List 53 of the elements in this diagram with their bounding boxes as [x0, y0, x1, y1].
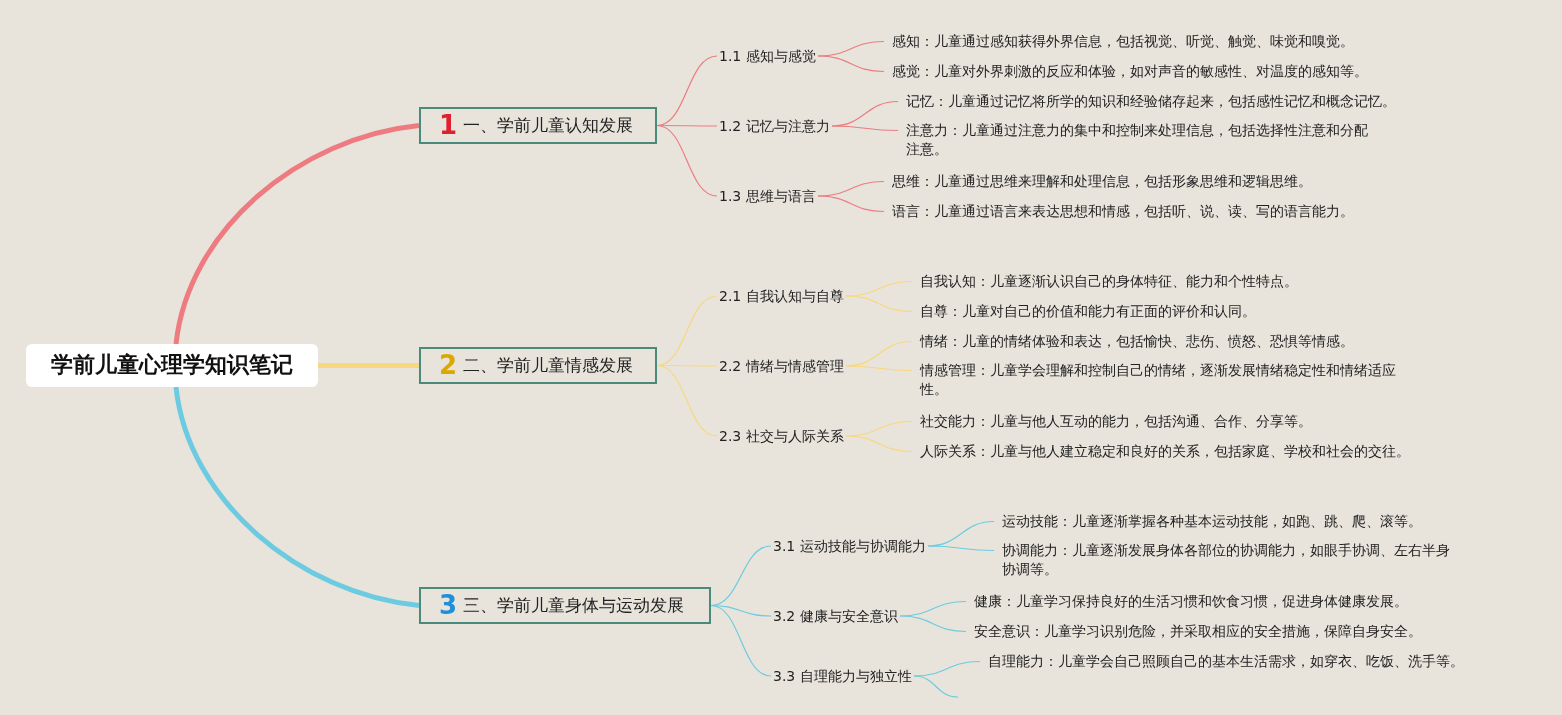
note-text: 协调能力：儿童逐渐发展身体各部位的协调能力，如眼手协调、左右半身协调等。 — [994, 541, 1457, 579]
note-text: 运动技能：儿童逐渐掌握各种基本运动技能，如跑、跳、爬、滚等。 — [994, 511, 1422, 531]
subtopic-label: 1.2 记忆与注意力 — [717, 116, 832, 136]
branch-line — [927, 545, 995, 552]
note-text: 自我认知：儿童逐渐认识自己的身体特征、能力和个性特点。 — [912, 271, 1298, 291]
note-text: 情绪：儿童的情绪体验和表达，包括愉快、悲伤、愤怒、恐惧等情感。 — [912, 331, 1354, 351]
branch-line — [831, 125, 899, 132]
main-branch-line — [173, 123, 420, 345]
main-branch-line — [318, 363, 419, 368]
note-text: 记忆：儿童通过记忆将所学的知识和经验储存起来，包括感性记忆和概念记忆。 — [898, 91, 1396, 111]
note-text: 感觉：儿童对外界刺激的反应和体验，如对声音的敏感性、对温度的感知等。 — [884, 61, 1368, 81]
note-text: 安全意识：儿童学习识别危险，并采取相应的安全措施，保障自身安全。 — [966, 621, 1422, 641]
subtopic-label: 2.1 自我认知与自尊 — [717, 286, 846, 306]
note-text: 感知：儿童通过感知获得外界信息，包括视觉、听觉、触觉、味觉和嗅觉。 — [884, 31, 1354, 51]
topic-box — [419, 346, 657, 384]
branch-line — [656, 55, 718, 127]
subtopic-label: 3.1 运动技能与协调能力 — [771, 536, 928, 556]
branch-line — [710, 604, 772, 677]
number-label: 2 — [439, 352, 458, 378]
note-text: 社交能力：儿童与他人互动的能力，包括沟通、合作、分享等。 — [912, 411, 1312, 431]
note-text: 人际关系：儿童与他人建立稳定和良好的关系，包括家庭、学校和社会的交往。 — [912, 441, 1410, 461]
note-text: 语言：儿童通过语言来表达思想和情感，包括听、说、读、写的语言能力。 — [884, 201, 1354, 221]
topic-title: 一、学前儿童认知发展 — [463, 113, 634, 137]
branch-line — [899, 615, 967, 633]
branch-line — [913, 675, 959, 698]
note-text: 思维：儿童通过思维来理解和处理信息，包括形象思维和逻辑思维。 — [884, 171, 1312, 191]
branch-line — [817, 55, 885, 73]
branch-line — [845, 295, 913, 313]
subtopic-label: 3.2 健康与安全意识 — [771, 606, 900, 626]
topic-box — [419, 106, 657, 144]
number-label: 1 — [439, 112, 458, 138]
subtopic-label: 3.3 自理能力与独立性 — [771, 666, 914, 686]
note-text: 自尊：儿童对自己的价值和能力有正面的评价和认同。 — [912, 301, 1256, 321]
topic-box — [419, 586, 711, 624]
branch-line — [845, 365, 913, 372]
central-topic: 学前儿童心理学知识笔记 — [26, 343, 318, 387]
branch-line — [656, 295, 718, 367]
note-text: 情感管理：儿童学会理解和控制自己的情绪，逐渐发展情绪稳定性和情绪适应性。 — [912, 361, 1403, 399]
subtopic-label: 1.3 思维与语言 — [717, 186, 818, 206]
subtopic-label: 2.3 社交与人际关系 — [717, 426, 846, 446]
topic-title: 三、学前儿童身体与运动发展 — [463, 593, 685, 617]
note-text: 自理能力：儿童学会自己照顾自己的基本生活需求，如穿衣、吃饭、洗手等。 — [980, 651, 1464, 671]
topic-title: 二、学前儿童情感发展 — [463, 353, 634, 377]
main-branch-line — [173, 386, 420, 608]
note-text: 注意力：儿童通过注意力的集中和控制来处理信息，包括选择性注意和分配注意。 — [898, 121, 1375, 159]
branch-line — [845, 435, 913, 453]
branch-line — [656, 124, 718, 197]
note-text: 健康：儿童学习保持良好的生活习惯和饮食习惯，促进身体健康发展。 — [966, 591, 1408, 611]
subtopic-label: 2.2 情绪与情感管理 — [717, 356, 846, 376]
number-label: 3 — [439, 592, 458, 618]
branch-line — [656, 364, 718, 437]
subtopic-label: 1.1 感知与感觉 — [717, 46, 818, 66]
branch-line — [817, 195, 885, 213]
